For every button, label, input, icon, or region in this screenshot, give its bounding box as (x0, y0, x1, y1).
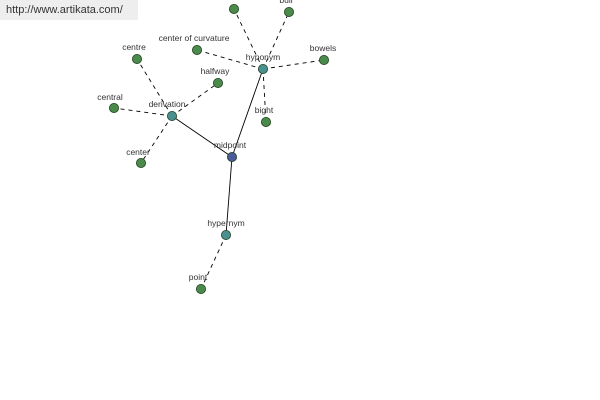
node-centre-of-curvature[interactable]: centre of curvature (196, 0, 267, 14)
node-label-halfway: halfway (201, 66, 231, 76)
nodes-layer: midpoint derivation hyponym hypernym centre c… (97, 0, 336, 294)
node-hypernym[interactable]: hypernym (207, 218, 245, 240)
node-label-central: central (97, 92, 123, 102)
node-dot-central[interactable] (109, 103, 120, 114)
node-label-hypernym: hypernym (207, 218, 244, 228)
node-label-hyponym: hyponym (246, 52, 281, 62)
node-dot-halfway[interactable] (212, 78, 223, 89)
node-dot-center-of-curvature[interactable] (191, 45, 202, 56)
edge-derivation-central (113, 107, 173, 117)
node-label-centre-of-curvature: centre of curvature (196, 0, 267, 2)
node-dot-bowels[interactable] (318, 55, 329, 66)
node-bull[interactable]: bull (279, 0, 294, 17)
node-label-bowels: bowels (310, 43, 336, 53)
source-watermark[interactable]: http://www.artikata.com/ (0, 0, 138, 20)
node-dot-bight[interactable] (260, 117, 271, 128)
edge-midpoint-hypernym (225, 156, 233, 236)
edge-midpoint-derivation (171, 115, 233, 158)
node-dot-hyponym[interactable] (257, 64, 268, 75)
node-label-center: center (126, 147, 150, 157)
node-dot-point[interactable] (195, 283, 206, 294)
node-label-bull: bull (279, 0, 292, 5)
edges-layer (113, 8, 325, 290)
edge-hyponym-bight (262, 68, 267, 123)
edge-derivation-halfway (171, 82, 219, 117)
edge-hypernym-point (200, 234, 227, 290)
node-dot-midpoint[interactable] (226, 151, 237, 162)
node-label-centre: centre (122, 42, 146, 52)
node-centre[interactable]: centre (122, 42, 146, 65)
edge-hyponym-centre-of-curvature (233, 8, 264, 70)
node-dot-hypernym[interactable] (220, 229, 231, 240)
node-dot-derivation[interactable] (166, 111, 177, 122)
node-midpoint[interactable]: midpoint (214, 140, 247, 162)
edge-hyponym-bull (262, 11, 290, 70)
node-dot-center[interactable] (135, 157, 146, 168)
node-halfway[interactable]: halfway (201, 66, 231, 89)
node-label-center-of-curvature: center of curvature (159, 33, 230, 43)
edge-hyponym-bowels (262, 59, 325, 70)
node-label-derivation: derivation (149, 99, 186, 109)
node-derivation[interactable]: derivation (149, 99, 186, 122)
node-dot-bull[interactable] (283, 7, 294, 17)
node-hyponym[interactable]: hyponym (246, 52, 281, 75)
node-dot-centre[interactable] (131, 54, 142, 65)
node-label-point: point (189, 272, 208, 282)
edge-derivation-center (140, 115, 173, 164)
node-point[interactable]: point (189, 272, 208, 294)
node-dot-centre-of-curvature[interactable] (228, 4, 239, 14)
node-center[interactable]: center (126, 147, 150, 168)
node-bowels[interactable]: bowels (310, 43, 336, 66)
edge-derivation-centre (136, 58, 173, 117)
edge-midpoint-hyponym (231, 68, 264, 158)
node-label-bight: bight (255, 105, 274, 115)
edge-hyponym-center-of-curvature (196, 49, 264, 70)
node-label-midpoint: midpoint (214, 140, 247, 150)
node-center-of-curvature[interactable]: center of curvature (159, 33, 230, 56)
node-bight[interactable]: bight (255, 105, 274, 128)
node-central[interactable]: central (97, 92, 123, 114)
